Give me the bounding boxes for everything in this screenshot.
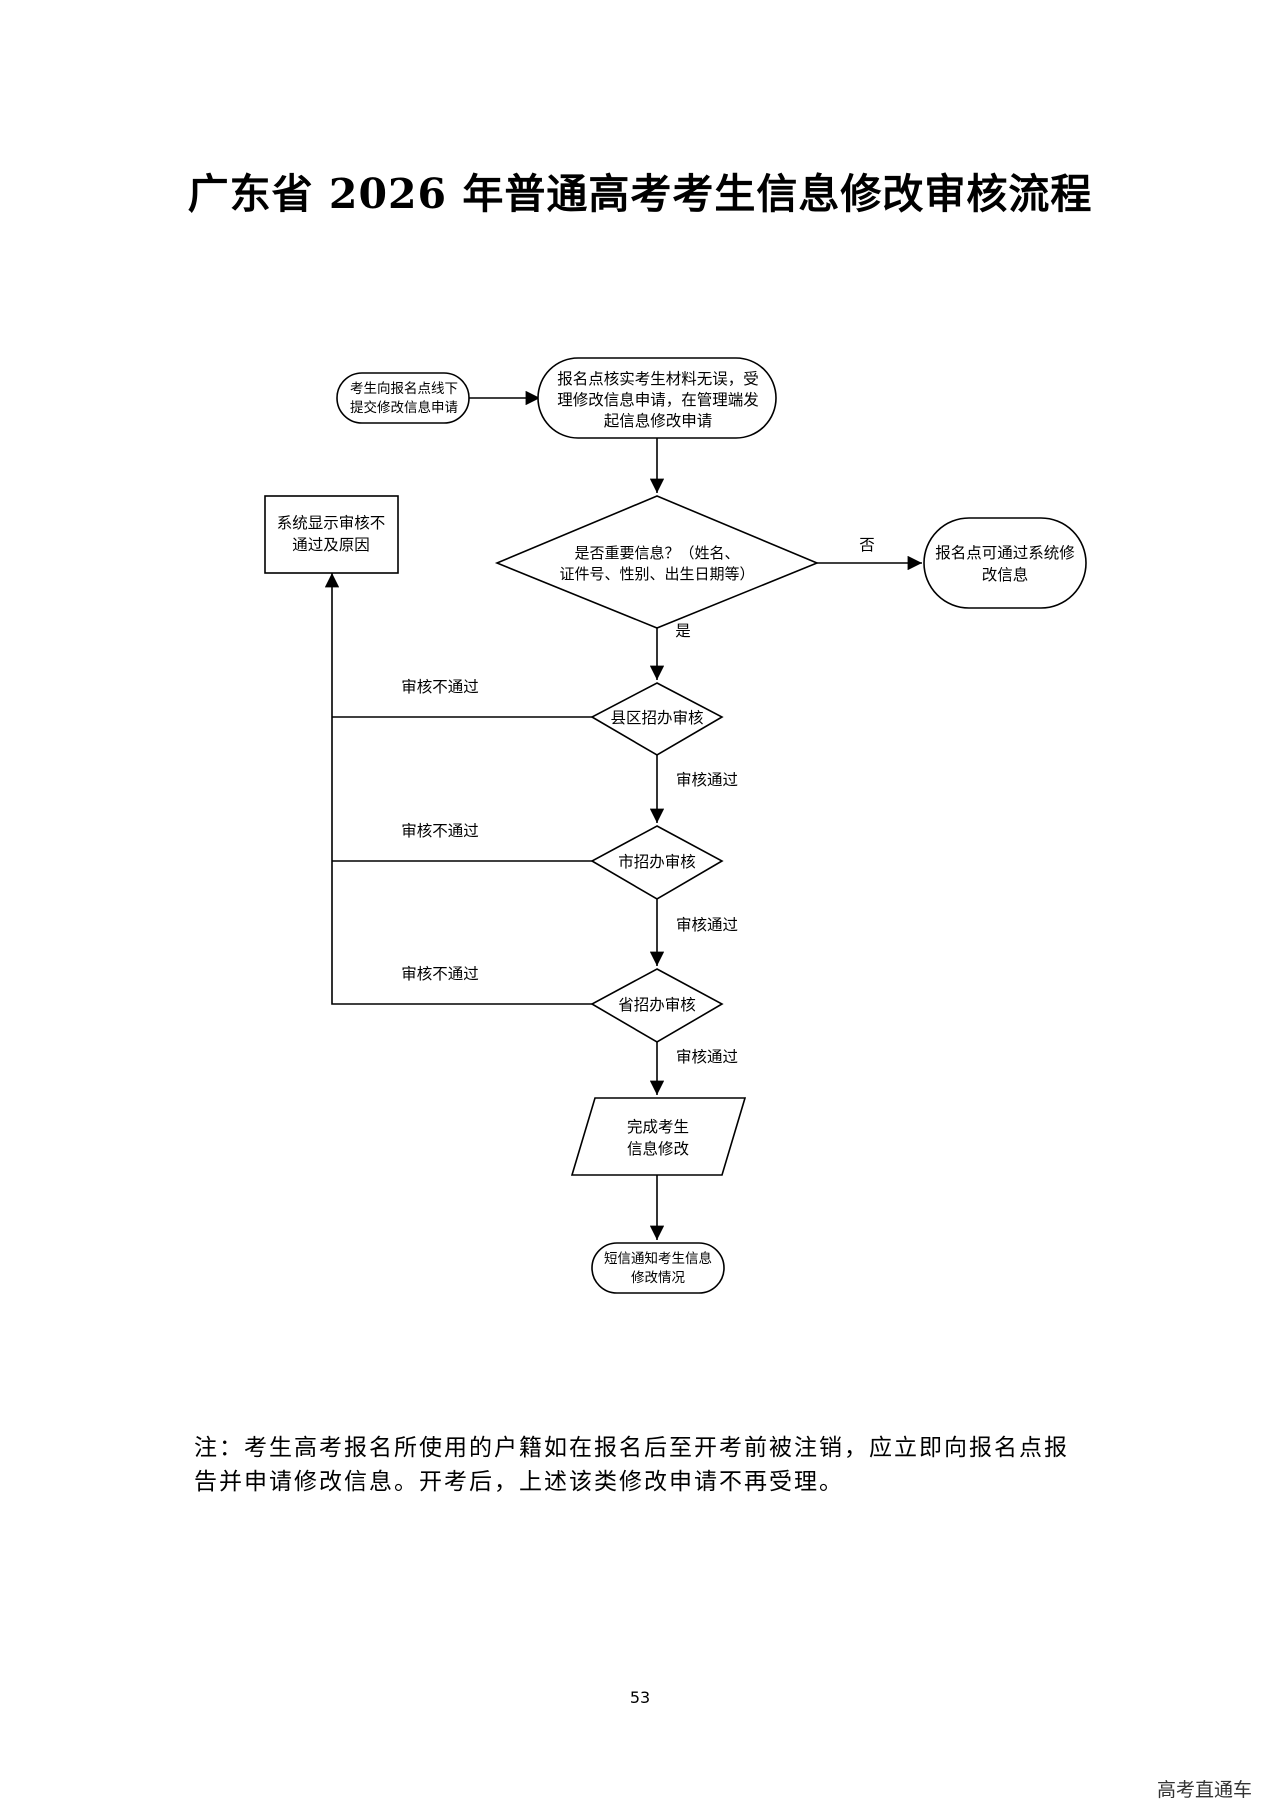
city-review-label: 市招办审核 <box>618 853 696 871</box>
province-review-label: 省招办审核 <box>618 996 696 1014</box>
sms-label-line-2: 修改情况 <box>631 1270 685 1286</box>
self-edit-label-line-1: 报名点可通过系统修 <box>935 544 1075 562</box>
shapes <box>264 357 1087 1294</box>
self-edit-label-line-2: 改信息 <box>982 566 1029 584</box>
sms-node <box>591 1242 725 1294</box>
accept-label-line-3: 起信息修改申请 <box>604 412 713 430</box>
edge-labels: 否 是 审核不通过 审核不通过 审核不通过 审核通过 审核通过 审核通过 <box>401 536 875 1066</box>
self-edit-node <box>923 517 1087 609</box>
decision-label-line-1: 是否重要信息？（姓名、 <box>574 544 739 562</box>
county-review-node <box>590 682 724 756</box>
province-review-node <box>590 968 724 1043</box>
node-labels: 考生向报名点线下 提交修改信息申请 报名点核实考生材料无误，受 理修改信息申请，… <box>277 370 1076 1286</box>
reject-return-path <box>324 573 592 1005</box>
start-node <box>336 372 470 424</box>
decision-label-line-2: 证件号、性别、出生日期等） <box>559 565 754 583</box>
accept-label-line-2: 理修改信息申请，在管理端发 <box>557 391 759 409</box>
start-label-line-1: 考生向报名点线下 <box>350 381 458 397</box>
start-label-line-2: 提交修改信息申请 <box>350 399 458 416</box>
accept-node <box>537 357 777 439</box>
county-fail-label: 审核不通过 <box>401 678 479 696</box>
page-title: 广东省 2026 年普通高考考生信息修改审核流程 <box>187 170 1093 218</box>
reject-display-box <box>264 495 399 574</box>
footnote-line-1: 注：考生高考报名所使用的户籍如在报名后至开考前被注销，应立即向报名点报 <box>194 1435 1069 1461</box>
county-pass-label: 审核通过 <box>676 771 738 789</box>
city-fail-label: 审核不通过 <box>401 822 479 840</box>
city-pass-label: 审核通过 <box>676 916 738 934</box>
complete-node <box>570 1097 747 1176</box>
no-branch-label: 否 <box>859 536 875 554</box>
province-pass-label: 审核通过 <box>676 1048 738 1066</box>
accept-label-line-1: 报名点核实考生材料无误，受 <box>557 370 759 388</box>
reject-display-label-line-1: 系统显示审核不 <box>277 514 386 532</box>
complete-label-line-1: 完成考生 <box>627 1118 689 1136</box>
province-fail-label: 审核不通过 <box>401 965 479 983</box>
county-review-label: 县区招办审核 <box>610 709 703 727</box>
decision-node <box>494 495 820 629</box>
sms-label-line-1: 短信通知考生信息 <box>604 1250 712 1267</box>
yes-branch-label: 是 <box>675 622 691 640</box>
complete-label-line-2: 信息修改 <box>627 1140 689 1158</box>
connectors <box>324 390 922 1240</box>
watermark: 高考直通车 <box>1156 1779 1252 1801</box>
city-review-node <box>590 825 724 900</box>
footnote-line-2: 告并申请修改信息。开考后，上述该类修改申请不再受理。 <box>194 1469 844 1495</box>
footnote: 注：考生高考报名所使用的户籍如在报名后至开考前被注销，应立即向报名点报 告并申请… <box>194 1431 1094 1499</box>
reject-display-label-line-2: 通过及原因 <box>292 536 370 554</box>
page-number: 53 <box>629 1688 651 1707</box>
